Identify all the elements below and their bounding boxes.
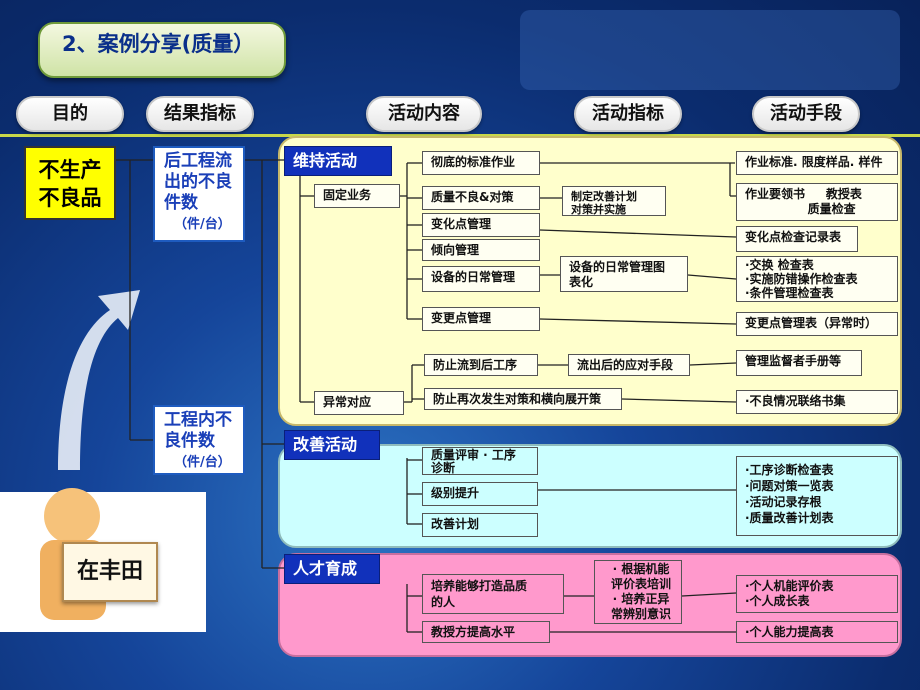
talent-means: ·个人机能评价表 ·个人成长表 bbox=[736, 575, 898, 613]
section-maintain: 维持活动 bbox=[284, 146, 392, 176]
result-label: 工程内不良件数 bbox=[164, 410, 232, 451]
abnormal-means: 管理监督者手册等 bbox=[736, 350, 862, 376]
result-indicator-1: 后工程流出的不良件数 （件/台） bbox=[153, 146, 245, 242]
abnormal-item: 防止流到后工序 bbox=[424, 354, 538, 376]
talent-item: 培养能够打造品质 的人 bbox=[422, 574, 564, 614]
result-label: 后工程流出的不良件数 bbox=[164, 151, 232, 213]
maintain-item: 变更点管理 bbox=[422, 307, 540, 331]
abnormal-item: 防止再次发生对策和横向展开策 bbox=[424, 388, 622, 410]
page-title: 2、案例分享(质量） bbox=[38, 22, 286, 78]
improve-means: ·工序诊断检查表 ·问题对策一览表 ·活动记录存根 ·质量改善计划表 bbox=[736, 456, 898, 536]
result-unit: （件/台） bbox=[174, 455, 231, 470]
purpose-box: 不生产 不良品 bbox=[24, 146, 116, 220]
improve-item: 改善计划 bbox=[422, 513, 538, 537]
talent-item: 教授方提高水平 bbox=[422, 621, 550, 643]
maintain-means: 作业要领书 教授表 质量检查 bbox=[736, 183, 898, 221]
sign-text: 在丰田 bbox=[76, 559, 143, 584]
maintain-indicator: 设备的日常管理图 表化 bbox=[560, 256, 688, 292]
maintain-item: 设备的日常管理 bbox=[422, 266, 540, 292]
maintain-item: 彻底的标准作业 bbox=[422, 151, 540, 175]
maintain-item: 变化点管理 bbox=[422, 213, 540, 237]
header-activity-means: 活动手段 bbox=[752, 96, 860, 132]
header-purpose: 目的 bbox=[16, 96, 124, 132]
maintain-means: ·交换 检查表 ·实施防错操作检查表 ·条件管理检查表 bbox=[736, 256, 898, 302]
abnormal-means: ·不良情况联络书集 bbox=[736, 390, 898, 414]
header-activity-indicator: 活动指标 bbox=[574, 96, 682, 132]
maintain-item: 倾向管理 bbox=[422, 239, 540, 261]
maintain-indicator: 制定改善计划 对策并实施 bbox=[562, 186, 666, 216]
fixed-business: 固定业务 bbox=[314, 184, 400, 208]
result-unit: （件/台） bbox=[174, 217, 231, 232]
result-indicator-2: 工程内不良件数 （件/台） bbox=[153, 405, 245, 475]
header-divider bbox=[0, 134, 920, 137]
section-talent: 人才育成 bbox=[284, 554, 380, 584]
talent-means: ·个人能力提高表 bbox=[736, 621, 898, 643]
improve-item: 质量评审 · 工序 诊断 bbox=[422, 447, 538, 475]
talent-indicator: · 根据机能 评价表培训 · 培养正异 常辨别意识 bbox=[594, 560, 682, 624]
abnormal-indicator: 流出后的应对手段 bbox=[568, 354, 690, 376]
maintain-means: 作业标准. 限度样品. 样件 bbox=[736, 151, 898, 175]
header-activity-content: 活动内容 bbox=[366, 96, 482, 132]
maintain-means: 变化点检查记录表 bbox=[736, 226, 858, 252]
header-result-indicator: 结果指标 bbox=[146, 96, 254, 132]
maintain-item: 质量不良&对策 bbox=[422, 186, 540, 210]
sign-board: 在丰田 bbox=[62, 542, 158, 602]
abnormal-response: 异常对应 bbox=[314, 391, 404, 415]
section-improve: 改善活动 bbox=[284, 430, 380, 460]
improve-item: 级别提升 bbox=[422, 482, 538, 506]
maintain-means: 变更点管理表（异常时） bbox=[736, 312, 898, 336]
